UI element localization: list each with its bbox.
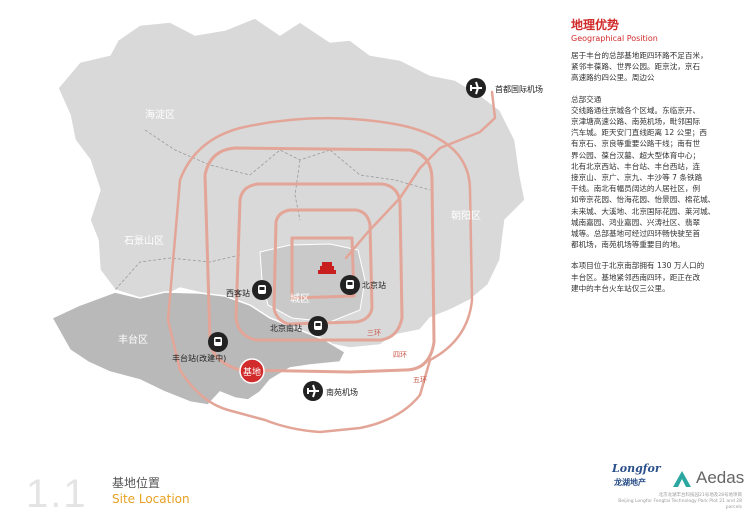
airport-icon-nanyuan xyxy=(303,381,323,401)
ring-sixth xyxy=(166,116,474,434)
info-panel: 地理优势 Geographical Position 居于丰台的总部基地距四环路… xyxy=(571,18,743,304)
site-marker: 基地 xyxy=(239,358,265,384)
airport-expressway xyxy=(344,90,497,260)
place-label-beijing-station: 北京站 xyxy=(362,280,386,290)
train-icon-south-station xyxy=(308,316,328,336)
place-label-nanyuan-airport: 南苑机场 xyxy=(326,387,358,397)
district-boundary xyxy=(114,129,431,291)
logo-area: Longfor 龙湖地产 Aedas 北京龙湖丰台科技园21号地及28号地项目 … xyxy=(612,460,745,515)
panel-title-cn: 地理优势 xyxy=(571,18,620,32)
ring-label-third: 三环 xyxy=(367,329,381,337)
train-icon-beijing-station xyxy=(340,275,360,295)
panel-paragraph-location: 居于丰台的总部基地距四环路不足百米， 紧邻丰葆路、世界公园。距京沈，京石 高速路… xyxy=(571,51,708,83)
ring-second xyxy=(290,236,356,300)
ring-fifth xyxy=(203,146,436,374)
district-label-fengtai: 丰台区 xyxy=(118,333,148,346)
longfor-logo-cn: 龙湖地产 xyxy=(614,478,646,487)
place-label-south-station: 北京南站 xyxy=(270,323,302,333)
longfor-logo-text: Longfor xyxy=(612,462,661,475)
ring-roads xyxy=(166,90,497,434)
place-label-airport-capital: 首都国际机场 xyxy=(495,84,543,94)
section-title-en: Site Location xyxy=(112,492,190,506)
train-icon-fengtai-station xyxy=(208,332,228,352)
district-label-chaoyang: 朝阳区 xyxy=(451,210,481,222)
ring-third xyxy=(272,208,374,326)
place-label-fengtai-station: 丰台站(改建中) xyxy=(172,353,226,363)
section-title-cn: 基地位置 xyxy=(112,476,161,490)
ring-label-fifth: 五环 xyxy=(413,376,427,384)
site-marker-label: 基地 xyxy=(243,366,261,378)
district-area-fengtai xyxy=(50,291,346,406)
airport-icon-capital xyxy=(466,78,486,98)
district-label-haidian: 海淀区 xyxy=(145,108,175,121)
project-note: 北京龙湖丰台科技园21号地及28号地项目 Beijing Longfor Fen… xyxy=(618,493,742,510)
ring-label-fourth: 四环 xyxy=(393,351,407,359)
aedas-logo-text: Aedas xyxy=(696,468,745,487)
panel-paragraph-transport: 总部交通 交线路通往京城各个区域。东临京开、 京津塘高速公路、南苑机场，毗邻国际… xyxy=(571,94,716,250)
ring-fourth xyxy=(234,182,404,342)
section-number: 1.1 xyxy=(26,472,88,516)
tiananmen-icon xyxy=(318,262,336,274)
place-label-west-station: 西客站 xyxy=(226,288,250,298)
panel-title-en: Geographical Position xyxy=(571,34,658,43)
aedas-logo-icon xyxy=(673,471,691,487)
panel-paragraph-project: 本项目位于北京南部拥有 130 万人口的 丰台区。基地紧邻西南四环，距正在改 建… xyxy=(571,261,705,293)
district-label-shijingshan: 石景山区 xyxy=(124,235,164,247)
train-icon-west-station xyxy=(252,280,272,300)
district-label-chengqu: 城区 xyxy=(290,293,310,305)
